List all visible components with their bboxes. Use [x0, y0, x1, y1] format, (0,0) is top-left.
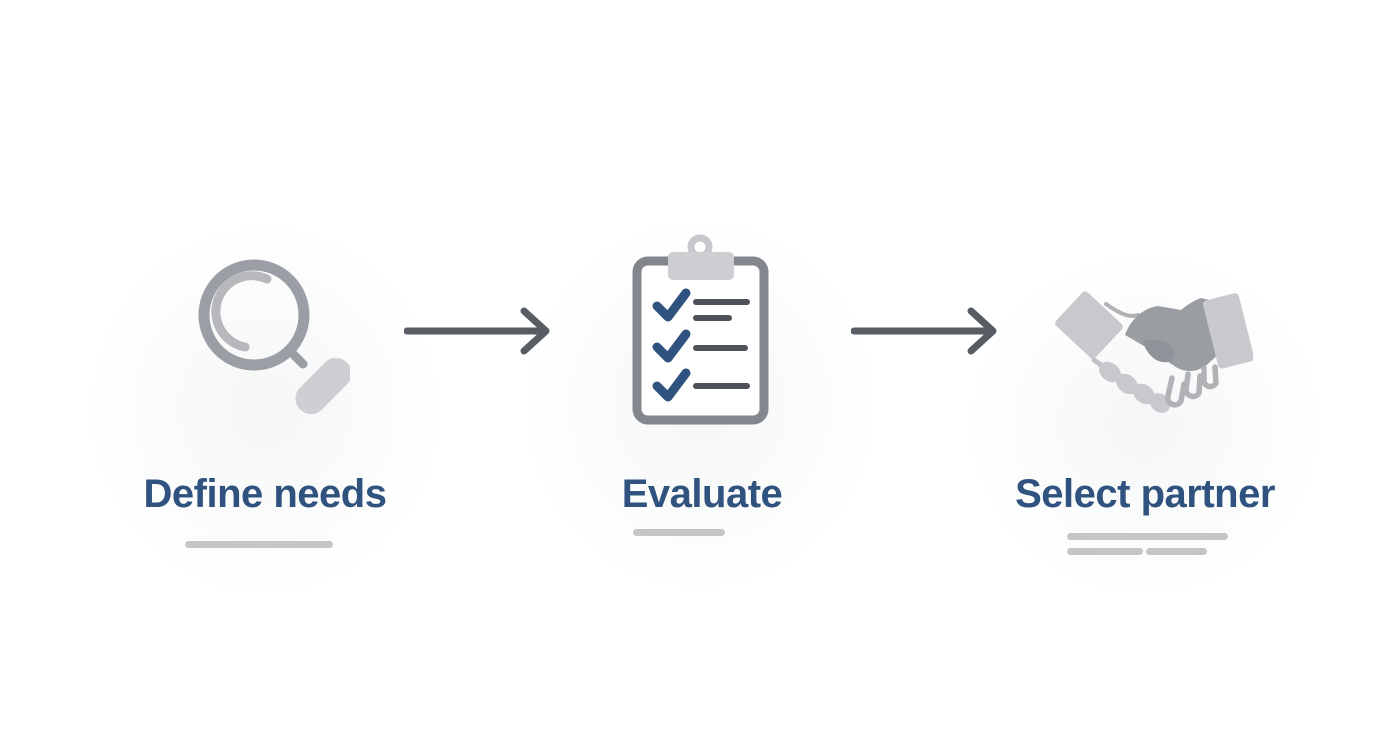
handshake-icon — [1048, 280, 1255, 430]
magnifier-icon — [185, 243, 352, 428]
underline-bar — [185, 541, 333, 548]
underline-bar — [633, 529, 725, 536]
underline-bar — [1067, 548, 1143, 555]
arrow-right-icon — [850, 303, 1001, 359]
underline-bar — [1067, 533, 1228, 540]
underline-bar — [1146, 548, 1207, 555]
arrow-right-icon — [403, 303, 554, 359]
step-label-define-needs: Define needs — [143, 472, 387, 516]
step-label-select-partner: Select partner — [1015, 472, 1275, 516]
step-label-evaluate: Evaluate — [621, 472, 783, 516]
clipboard-checklist-icon — [626, 230, 776, 430]
